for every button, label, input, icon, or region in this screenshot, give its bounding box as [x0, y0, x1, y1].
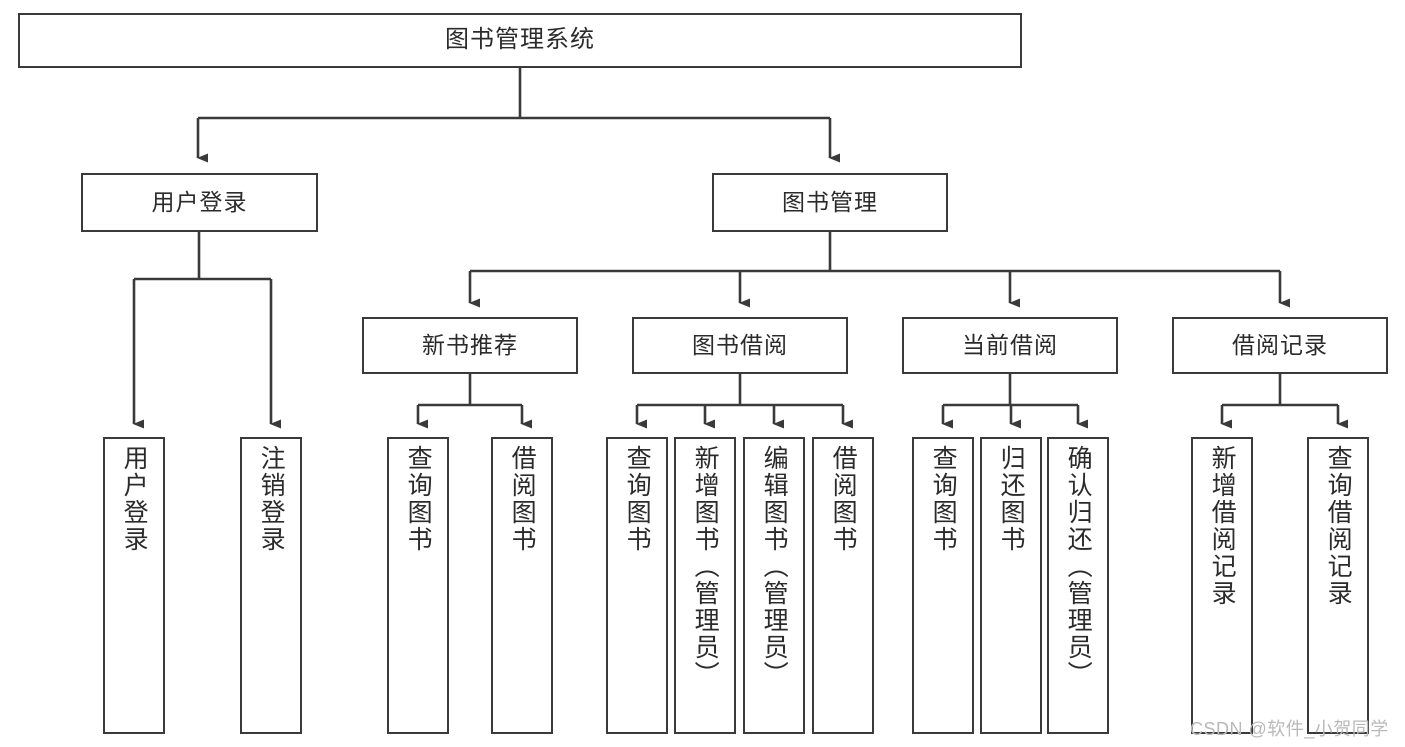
node-current-borrow[interactable]: 当前借阅 — [902, 317, 1118, 374]
node-leaf-user-login-label: 用户登录 — [120, 445, 149, 553]
node-leaf-return-book[interactable]: 归还图书 — [980, 437, 1042, 734]
node-user-login-label: 用户登录 — [151, 188, 248, 215]
node-leaf-confirm-return-admin-label: 确认归还（管理员） — [1064, 445, 1093, 688]
node-root-system-label: 图书管理系统 — [445, 26, 595, 54]
node-leaf-query-borrow-record[interactable]: 查询借阅记录 — [1307, 437, 1369, 734]
node-book-borrow-label: 图书借阅 — [692, 331, 788, 358]
node-leaf-logout-login-label: 注销登录 — [257, 445, 286, 553]
csdn-watermark: CSDN @软件_小贺同学 — [1190, 719, 1389, 739]
node-book-borrow[interactable]: 图书借阅 — [632, 317, 848, 374]
node-leaf-return-book-label: 归还图书 — [997, 445, 1026, 553]
node-leaf-query-book-borrow[interactable]: 查询图书 — [606, 437, 668, 734]
node-borrow-record-label: 借阅记录 — [1232, 331, 1328, 358]
node-leaf-add-borrow-record[interactable]: 新增借阅记录 — [1191, 437, 1253, 734]
node-new-book-recommend-label: 新书推荐 — [422, 331, 518, 358]
node-leaf-query-book-recommend-label: 查询图书 — [404, 445, 433, 553]
node-leaf-query-borrow-record-label: 查询借阅记录 — [1324, 445, 1353, 607]
node-borrow-record[interactable]: 借阅记录 — [1172, 317, 1388, 374]
node-book-manage[interactable]: 图书管理 — [712, 173, 948, 232]
node-leaf-query-book-borrow-label: 查询图书 — [623, 445, 652, 553]
node-leaf-borrow-book-borrow-label: 借阅图书 — [829, 445, 858, 553]
node-leaf-edit-book-admin[interactable]: 编辑图书（管理员） — [743, 437, 805, 734]
node-current-borrow-label: 当前借阅 — [962, 331, 1058, 358]
node-leaf-confirm-return-admin[interactable]: 确认归还（管理员） — [1047, 437, 1109, 734]
node-leaf-borrow-book-recommend-label: 借阅图书 — [508, 445, 537, 553]
node-leaf-add-book-admin[interactable]: 新增图书（管理员） — [674, 437, 736, 734]
node-leaf-borrow-book-borrow[interactable]: 借阅图书 — [812, 437, 874, 734]
node-leaf-user-login[interactable]: 用户登录 — [103, 437, 165, 734]
node-new-book-recommend[interactable]: 新书推荐 — [362, 317, 578, 374]
node-book-manage-label: 图书管理 — [782, 188, 878, 215]
node-root-system[interactable]: 图书管理系统 — [18, 13, 1022, 68]
node-leaf-query-book-current-label: 查询图书 — [929, 445, 958, 553]
node-leaf-borrow-book-recommend[interactable]: 借阅图书 — [491, 437, 553, 734]
node-leaf-query-book-current[interactable]: 查询图书 — [912, 437, 974, 734]
node-leaf-add-borrow-record-label: 新增借阅记录 — [1208, 445, 1237, 607]
node-leaf-logout-login[interactable]: 注销登录 — [240, 437, 302, 734]
node-user-login[interactable]: 用户登录 — [81, 173, 318, 232]
node-leaf-edit-book-admin-label: 编辑图书（管理员） — [760, 445, 789, 688]
node-leaf-query-book-recommend[interactable]: 查询图书 — [387, 437, 449, 734]
node-leaf-add-book-admin-label: 新增图书（管理员） — [691, 445, 720, 688]
